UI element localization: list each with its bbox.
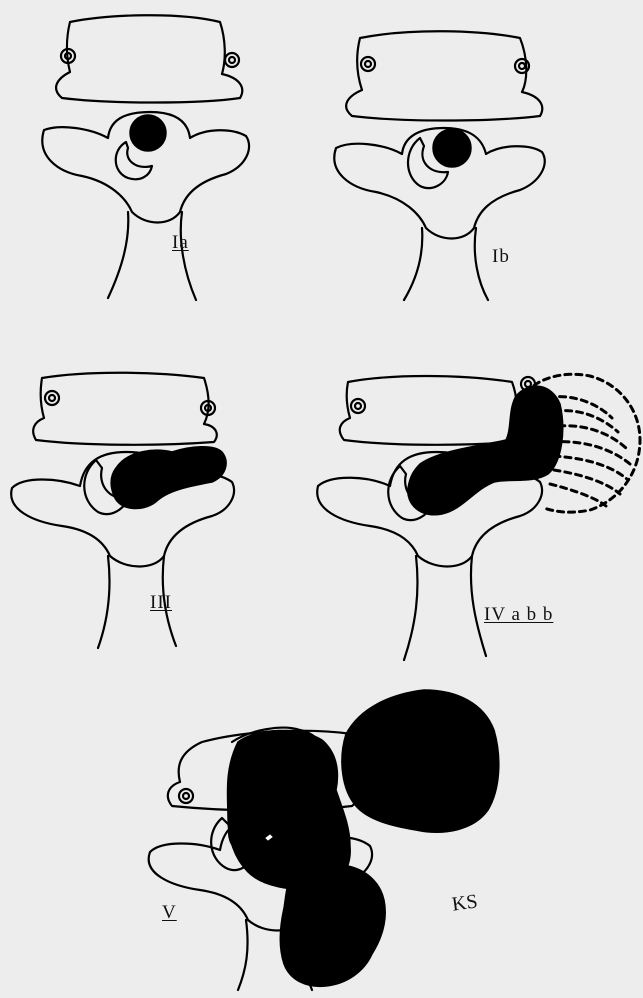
- tumor-mass: [130, 115, 166, 151]
- vessel-left: [45, 391, 59, 405]
- artist-signature: KS: [451, 890, 480, 916]
- vessel-left: [179, 789, 193, 803]
- spinous-process: [108, 212, 196, 300]
- panel-ivabb-vertebra: [317, 374, 640, 660]
- vessel-left: [351, 399, 365, 413]
- tumor-mass-lateral: [342, 690, 499, 832]
- tumor-mass: [408, 386, 563, 515]
- tumor-mass: [433, 129, 471, 167]
- label-v: V: [162, 902, 177, 924]
- label-iii: III: [150, 592, 172, 614]
- vertebral-body: [340, 376, 519, 445]
- vertebral-body: [56, 15, 242, 102]
- vertebral-body: [33, 373, 217, 445]
- spinous-process: [404, 556, 486, 660]
- panel-ia-vertebra: [42, 15, 249, 300]
- tumor-mass-posterior: [280, 865, 385, 987]
- panel-v-vertebra: [149, 690, 499, 990]
- tumor-mass: [111, 447, 226, 509]
- vertebral-body: [346, 31, 542, 120]
- label-ia: Ia: [172, 232, 189, 254]
- vessel-right: [225, 53, 239, 67]
- panel-iii-vertebra: [11, 373, 234, 648]
- label-iv-abb: IV a b b: [484, 604, 553, 626]
- label-ib: Ib: [492, 246, 510, 268]
- panel-ib-vertebra: [334, 31, 544, 300]
- vessel-left: [361, 57, 375, 71]
